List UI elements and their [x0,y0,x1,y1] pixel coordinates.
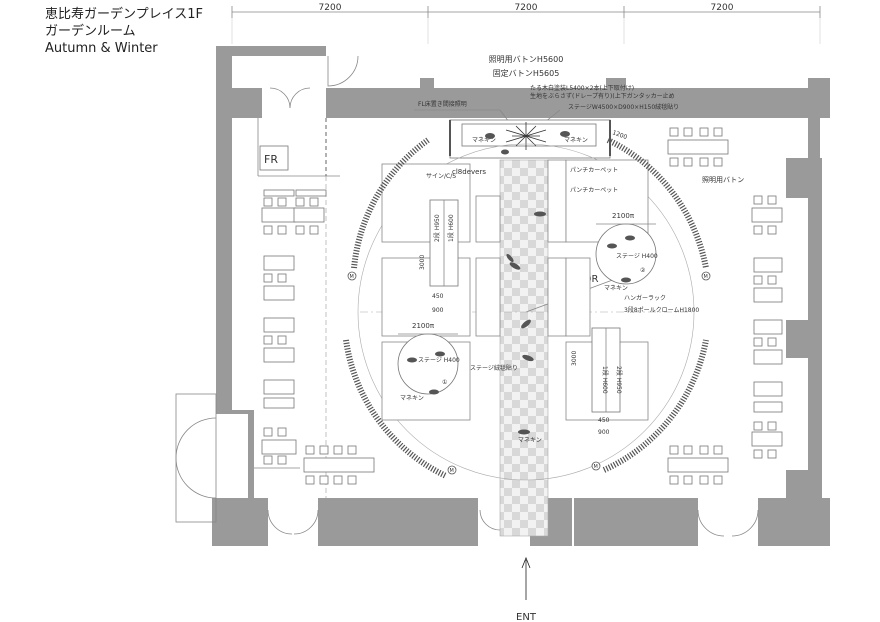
stage-num-2: ② [640,267,646,274]
runway [499,159,549,537]
rack-left-a: 2段 H950 [433,214,441,242]
room-name: ガーデンルーム [45,24,136,39]
stage-h400-right: ステージ H400 [616,253,658,260]
rack-right-a: 2段 H950 [615,366,623,394]
mannequin-label-left: マネキン [400,395,424,402]
dim-span-b: 7200 [515,3,538,13]
stage-main-label: ステージW4500×D900×H150絨毯貼り [568,103,679,111]
mark-m-2: M [704,274,708,280]
dim-2100-left: 2100π [412,322,435,330]
punch-carpet-label-1: パンチカーペット [570,167,618,174]
wood-note-2: 生地をぶらさず(ドレープ有り)(上下ガンタッカー止め [530,92,675,100]
tables-right [667,127,783,485]
dim-3000-left: 3000 [419,255,426,270]
hanger-rack-sub: 3段8ポールクロームH1800 [624,306,699,314]
mark-m-1: M [350,274,354,280]
lighting-baton-label: 照明用バトンH5600 [489,55,564,64]
floor-light-label: FL床置き間接照明 [418,100,467,108]
plan-title: 恵比寿ガーデンプレイス1F [45,7,203,22]
dimension-line: 7200 7200 7200 [231,3,821,44]
mannequin-label-right: マネキン [604,285,628,292]
mark-m-4: M [594,464,598,470]
dim-span-c: 7200 [711,3,734,13]
dim-3000-right: 3000 [571,351,578,366]
hanger-rack-label: ハンガーラック [624,294,666,302]
rack-left-b: 1段 H600 [447,214,455,242]
dim-span-a: 7200 [319,3,342,13]
lighting-burst [505,122,547,150]
mannequin-label-top-left: マネキン [472,137,496,144]
fr-label: FR [264,153,278,166]
radius-circle [357,143,695,481]
mark-m-3: M [450,468,454,474]
season-label: Autumn & Winter [45,41,158,56]
dim-900-left: 900 [432,307,444,314]
hanger-arcs [343,137,709,479]
stage-circle-left [397,333,459,395]
fixed-baton-label: 固定バトンH5605 [493,68,560,78]
mannequin-label-runway: マネキン [518,437,542,444]
tables-left [261,189,375,485]
dim-900-right: 900 [598,429,610,436]
stage-carpet-label: ステージ絨毯貼り [470,364,518,372]
stage-num-1: ① [442,379,447,386]
sign-label: サイン/C/S [426,173,456,180]
dim-450-right: 450 [598,417,610,424]
entrance-arrow [521,556,531,600]
rack-right-b: 1段 H600 [601,366,609,394]
walls [212,46,830,546]
mannequin-label-top-right: マネキン [564,137,588,144]
fr-box [259,145,289,171]
dim-2100-right: 2100π [612,212,635,220]
dim-450-left: 450 [432,293,444,300]
stage-h400-left: ステージ H400 [418,357,460,364]
dim-1200: 1200 [611,129,628,141]
entrance-label: ENT [516,612,537,622]
lighting-baton-side: 照明用バトン [702,176,744,184]
brand-label: cl8devers [452,168,486,176]
wood-note-1: たる木白塗装L5400×2本(上下取付け) [530,84,634,92]
punch-carpet-label-2: パンチカーペット [570,187,618,194]
